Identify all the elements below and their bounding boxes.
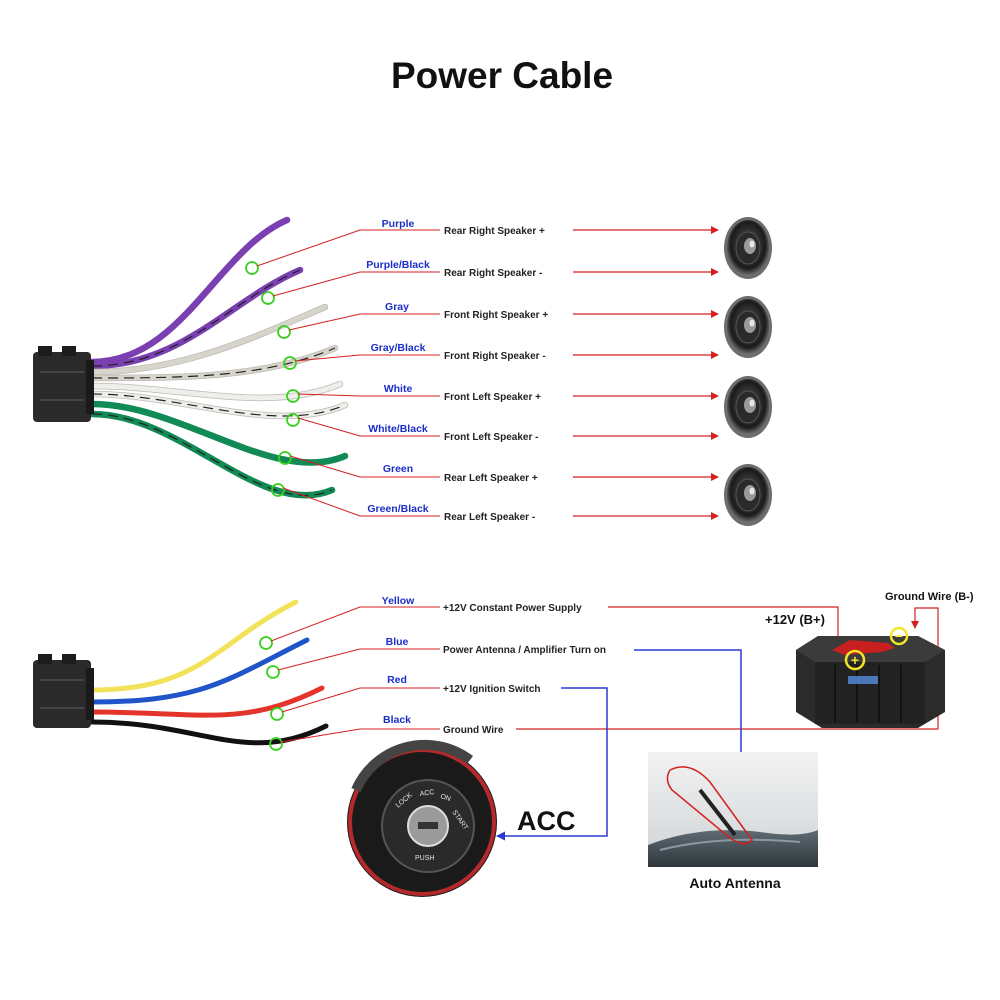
speaker-wire-stripe — [91, 393, 346, 417]
wire-color-label: Gray — [385, 301, 409, 313]
ground-connection — [516, 607, 939, 730]
power-wire — [89, 685, 325, 718]
wire-function-label: +12V Constant Power Supply — [443, 603, 582, 614]
ignition-label-push: PUSH — [415, 855, 434, 862]
speaker-harness-connector — [33, 346, 94, 422]
battery-negative-icon — [889, 626, 909, 646]
speaker-wire-stripe — [91, 269, 301, 367]
wire-marker-ring — [270, 707, 284, 721]
wire-marker-ring — [286, 389, 300, 403]
wire-function-label: Front Left Speaker + — [444, 392, 541, 403]
power-wire-bundle — [89, 599, 329, 746]
speaker-wire — [89, 267, 303, 369]
leader-line — [277, 648, 440, 671]
wire-function-label: Rear Right Speaker - — [444, 268, 542, 279]
page-title: Power Cable — [391, 55, 613, 96]
leader-line — [280, 728, 440, 743]
battery-ground-label: Ground Wire (B-) — [885, 591, 974, 603]
power-wire — [89, 719, 329, 746]
speaker-icon — [724, 296, 772, 358]
wire-color-label: Blue — [386, 636, 409, 648]
wire-marker-ring — [269, 737, 283, 751]
battery: + − — [796, 626, 945, 728]
wire-marker-ring — [271, 483, 285, 497]
power-harness-connector — [33, 654, 94, 728]
wire-function-label: Rear Right Speaker + — [444, 226, 545, 237]
leader-line — [281, 687, 440, 713]
leader-line — [270, 606, 440, 642]
battery-positive-label: +12V (B+) — [765, 612, 825, 627]
speaker-wire-stripe — [91, 347, 336, 379]
wire-color-label: Red — [387, 674, 407, 686]
wire-color-label: White — [384, 383, 413, 395]
wire-marker-ring — [277, 325, 291, 339]
power-leader-lines — [270, 606, 440, 743]
leader-line — [297, 393, 440, 397]
wire-marker-ring — [283, 356, 297, 370]
wire-function-label: Front Left Speaker - — [444, 432, 538, 443]
battery-positive-icon — [844, 649, 866, 671]
speaker-icon — [724, 464, 772, 526]
speaker-wire-stripe — [91, 413, 333, 496]
antenna-label: Auto Antenna — [689, 875, 780, 891]
speaker-wire-markers — [245, 261, 300, 497]
wire-marker-ring — [266, 665, 280, 679]
battery-plus-symbol: + — [851, 652, 859, 668]
wire-function-label: Front Right Speaker - — [444, 351, 546, 362]
wire-function-label: Rear Left Speaker + — [444, 473, 538, 484]
leader-line — [272, 271, 440, 297]
acc-label: ACC — [517, 806, 576, 836]
wire-color-label: Purple — [382, 218, 415, 230]
ignition-label-on: ON — [439, 793, 451, 803]
speaker-arrows — [573, 226, 719, 520]
wire-marker-ring — [261, 291, 275, 305]
ignition-switch-photo: LOCK ACC ON START PUSH — [347, 739, 497, 897]
wire-function-label: Power Antenna / Amplifier Turn on — [443, 645, 606, 656]
power-wire-labels: Yellow +12V Constant Power SupplyBluePowe… — [382, 595, 606, 736]
wire-color-label: Purple/Black — [366, 259, 430, 271]
wire-marker-ring — [259, 636, 273, 650]
wire-marker-ring — [278, 451, 292, 465]
speaker-wire — [89, 304, 328, 375]
wire-function-label: +12V Ignition Switch — [443, 684, 541, 695]
wire-color-label: Gray/Black — [371, 342, 426, 354]
wire-marker-ring — [286, 413, 300, 427]
wire-color-label: Black — [383, 714, 411, 726]
leader-line — [297, 417, 440, 437]
leader-line — [288, 313, 440, 331]
wire-function-label: Rear Left Speaker - — [444, 512, 535, 523]
leader-line — [282, 487, 440, 517]
speaker-wire — [89, 401, 348, 466]
speaker-wire — [89, 381, 343, 401]
wire-marker-ring — [245, 261, 259, 275]
wire-function-label: Ground Wire — [443, 725, 504, 736]
wire-function-label: Front Right Speaker + — [444, 310, 548, 321]
leader-line — [289, 455, 440, 478]
speaker-icon — [724, 217, 772, 279]
power-wire-markers — [259, 636, 284, 751]
leader-line — [294, 354, 440, 362]
speaker-icons — [724, 217, 772, 526]
wire-color-label: Green — [383, 463, 413, 475]
acc-connection — [496, 687, 608, 841]
power-harness: Yellow +12V Constant Power SupplyBluePowe… — [33, 595, 606, 751]
speaker-leader-lines — [256, 229, 440, 517]
wire-color-label: Yellow — [382, 595, 416, 607]
speaker-wire — [89, 217, 290, 365]
ignition-label-acc: ACC — [419, 789, 435, 798]
constant-power-connection — [608, 606, 842, 651]
speaker-wire-bundle — [88, 216, 349, 499]
leader-line — [256, 229, 440, 267]
speaker-icon — [724, 376, 772, 438]
antenna-photo — [648, 752, 818, 867]
battery-minus-symbol: − — [895, 628, 903, 644]
wire-color-label: Green/Black — [367, 503, 428, 515]
wire-color-label: White/Black — [368, 423, 428, 435]
power-wire — [89, 637, 310, 705]
power-wire — [89, 599, 299, 693]
